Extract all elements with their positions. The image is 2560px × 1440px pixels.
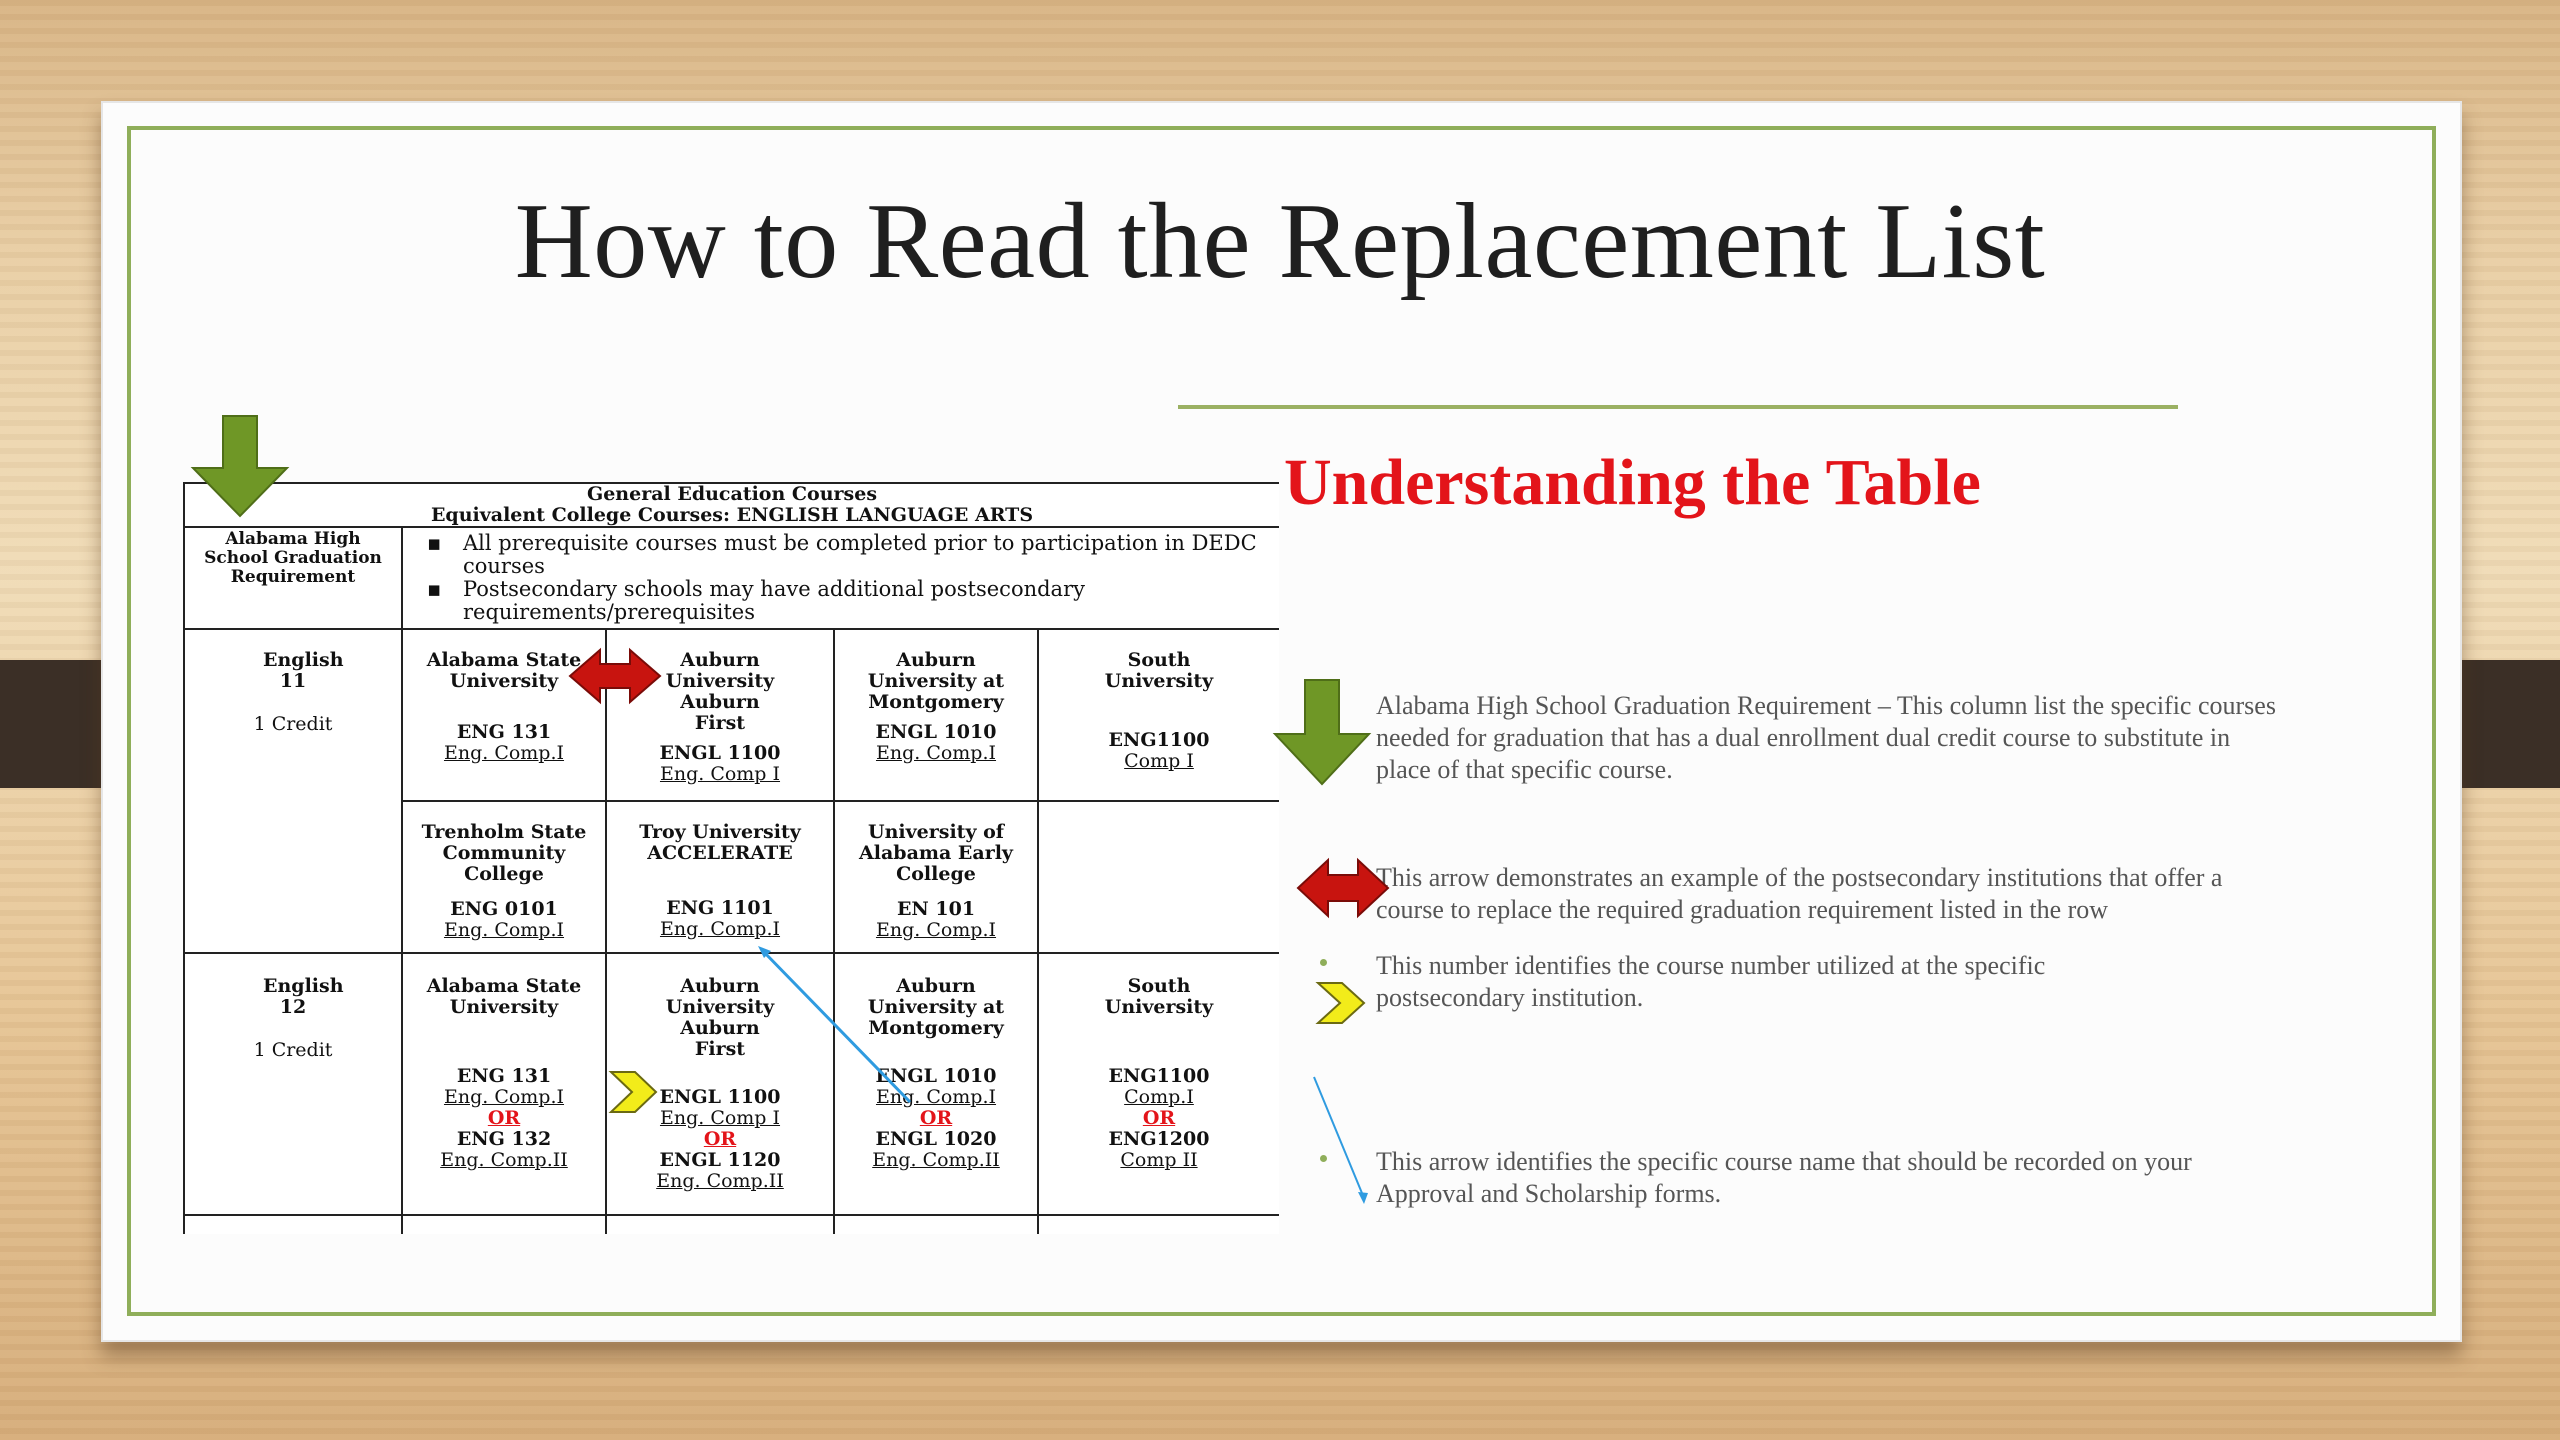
note-item: Postsecondary schools may have additiona… xyxy=(427,578,1273,624)
or-label: OR xyxy=(1142,1107,1176,1129)
school-cell: Alabama State University ENG 131 Eng. Co… xyxy=(401,628,607,802)
course-name: Eng. Comp.II xyxy=(440,1149,568,1171)
empty-cell xyxy=(183,1214,403,1234)
course-number: ENG 131 xyxy=(456,1065,552,1087)
table-notes: All prerequisite courses must be complet… xyxy=(401,526,1279,630)
school-cell: Trenholm State Community College ENG 010… xyxy=(401,800,607,954)
empty-cell xyxy=(401,1214,607,1234)
note-item: All prerequisite courses must be complet… xyxy=(427,532,1273,578)
course-number: ENGL 1020 xyxy=(875,1128,997,1150)
red-double-arrow-icon xyxy=(1296,857,1390,919)
replacement-table: General Education Courses Equivalent Col… xyxy=(183,482,1279,1234)
school-cell: Alabama State University ENG 131 Eng. Co… xyxy=(401,952,607,1216)
course-number: ENGL 1100 xyxy=(659,1086,781,1108)
course-name: Comp.I xyxy=(1124,1086,1194,1108)
table-row xyxy=(183,1214,1279,1234)
course-number: ENG1100 xyxy=(1108,1065,1210,1087)
course-name: Comp II xyxy=(1120,1149,1198,1171)
table-row: English 12 1 Credit Alabama State Univer… xyxy=(183,952,1279,1216)
or-label: OR xyxy=(703,1128,737,1150)
table-title: General Education Courses Equivalent Col… xyxy=(183,482,1279,528)
course-name: Eng. Comp.I xyxy=(875,919,997,941)
empty-cell xyxy=(1037,800,1279,954)
req-cell-english11: English 11 1 Credit xyxy=(183,628,403,954)
school-cell: Auburn University Auburn First ENGL 1100… xyxy=(605,628,835,802)
school-cell: Auburn University at Montgomery ENGL 101… xyxy=(833,952,1039,1216)
school-name: South University xyxy=(1104,975,1214,1018)
table-header-row: Alabama High School Graduation Requireme… xyxy=(183,526,1279,630)
school-cell: South University ENG1100 Comp.I OR ENG12… xyxy=(1037,952,1279,1216)
course-name: Eng. Comp I xyxy=(659,763,781,785)
school-name: South University xyxy=(1104,649,1214,692)
or-label: OR xyxy=(919,1107,953,1129)
green-down-arrow-icon xyxy=(190,415,290,518)
green-down-arrow-icon xyxy=(1272,679,1372,786)
course-number: ENG 0101 xyxy=(450,898,558,920)
course-name: Eng. Comp.I xyxy=(875,1086,997,1108)
slide-frame xyxy=(127,126,2436,1316)
school-cell: South University ENG1100 Comp I xyxy=(1037,628,1279,802)
replacement-table-image: General Education Courses Equivalent Col… xyxy=(183,482,1279,1234)
course-name: Eng. Comp.I xyxy=(659,918,781,940)
course-number: ENG 132 xyxy=(456,1128,552,1150)
course-name: Eng. Comp.I xyxy=(443,919,565,941)
table-title-line2: Equivalent College Courses: ENGLISH LANG… xyxy=(430,504,1034,526)
desc-requirement-column: Alabama High School Graduation Requireme… xyxy=(1376,691,2276,784)
course-number: ENGL 1100 xyxy=(659,742,781,764)
school-cell: Troy University ACCELERATE ENG 1101 Eng.… xyxy=(605,800,835,954)
course-name: Eng. Comp.II xyxy=(656,1170,784,1192)
school-name: Troy University ACCELERATE xyxy=(639,821,801,864)
school-name: Alabama State University xyxy=(426,975,582,1018)
school-cell: Auburn University at Montgomery ENGL 101… xyxy=(833,628,1039,802)
course-number: ENGL 1010 xyxy=(875,1065,997,1087)
course-name: Eng. Comp.I xyxy=(443,1086,565,1108)
course-name: Eng. Comp I xyxy=(659,1107,781,1129)
slide-title: How to Read the Replacement List xyxy=(514,182,2046,301)
school-name: Auburn University Auburn First xyxy=(665,975,775,1060)
school-name: Auburn University at Montgomery xyxy=(867,649,1005,713)
course-name: Eng. Comp.I xyxy=(443,742,565,764)
table-row: Trenholm State Community College ENG 010… xyxy=(184,800,1279,954)
course-number: ENGL 1010 xyxy=(875,721,997,743)
desc-institution-arrow: This arrow demonstrates an example of th… xyxy=(1376,863,2223,924)
empty-cell xyxy=(605,1214,835,1234)
section-subtitle: Understanding the Table xyxy=(1284,446,1981,519)
req-cell-english12: English 12 1 Credit xyxy=(183,952,403,1216)
course-number: ENG1200 xyxy=(1108,1128,1210,1150)
bullet-dot xyxy=(1320,959,1327,966)
school-name: Auburn University Auburn First xyxy=(665,649,775,734)
course-number: ENG 1101 xyxy=(666,897,774,919)
course-number: EN 101 xyxy=(896,898,976,920)
empty-cell xyxy=(1037,1214,1279,1234)
req-credit: 1 Credit xyxy=(253,713,333,735)
course-name: Eng. Comp.II xyxy=(872,1149,1000,1171)
empty-cell xyxy=(833,1214,1039,1234)
req-credit: 1 Credit xyxy=(253,1039,333,1061)
course-number: ENG 131 xyxy=(456,721,552,743)
table-row: English 11 1 Credit Alabama State Univer… xyxy=(183,628,1279,954)
course-name: Eng. Comp.I xyxy=(875,742,997,764)
red-double-arrow-icon xyxy=(568,647,662,705)
school-name: Auburn University at Montgomery xyxy=(867,975,1005,1039)
desc-course-name: This arrow identifies the specific cours… xyxy=(1376,1147,2192,1208)
bullet-dot xyxy=(1320,1155,1327,1162)
course-number: ENG1100 xyxy=(1108,729,1210,751)
school-name: University of Alabama Early College xyxy=(859,821,1013,885)
school-cell: University of Alabama Early College EN 1… xyxy=(833,800,1039,954)
desc-course-number: This number identifies the course number… xyxy=(1376,951,2046,1012)
course-number: ENGL 1120 xyxy=(659,1149,781,1171)
req-header: Alabama High School Graduation Requireme… xyxy=(183,526,403,630)
or-label: OR xyxy=(487,1107,521,1129)
yellow-chevron-icon xyxy=(1315,982,1366,1024)
table-title-row: General Education Courses Equivalent Col… xyxy=(183,482,1279,528)
school-name: Trenholm State Community College xyxy=(421,821,587,885)
course-name: Comp I xyxy=(1124,750,1194,772)
table-title-line1: General Education Courses xyxy=(586,483,878,505)
school-name: Alabama State University xyxy=(426,649,582,692)
blue-pointer-arrow-icon xyxy=(758,946,912,1104)
blue-pointer-arrow-icon xyxy=(1313,1076,1368,1204)
yellow-chevron-icon xyxy=(608,1071,658,1113)
title-divider xyxy=(1178,405,2178,409)
